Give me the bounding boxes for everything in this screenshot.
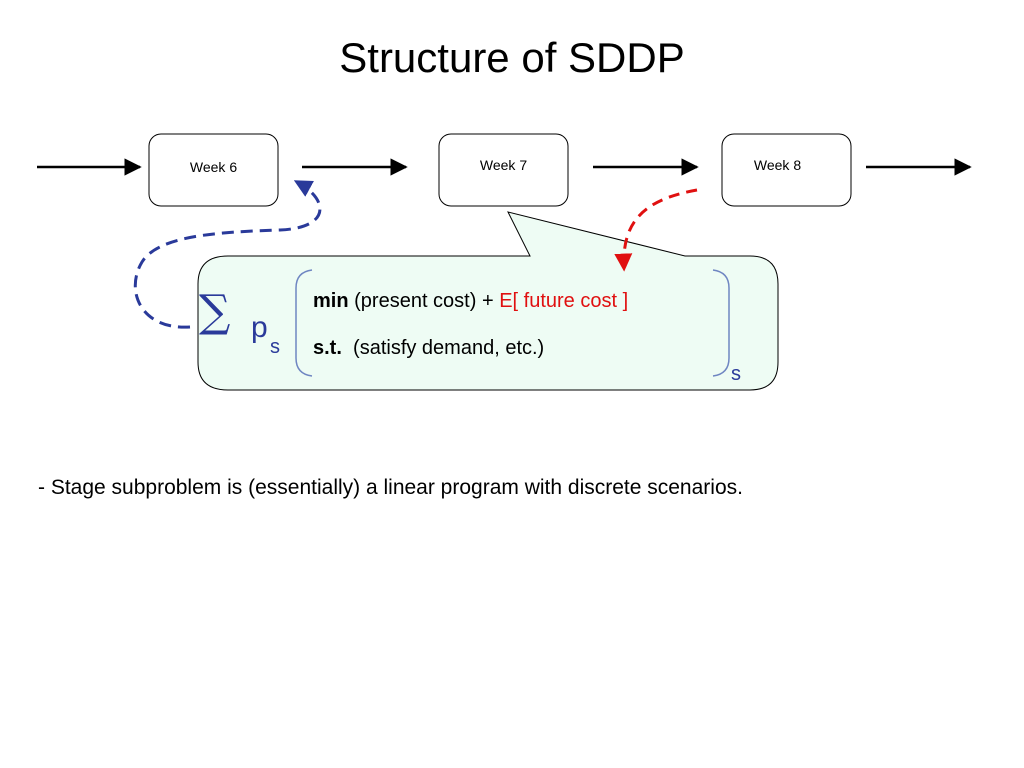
sum-symbol: ∑ <box>199 286 231 337</box>
week-8-box <box>721 133 852 207</box>
probability-subscript: s <box>270 336 280 358</box>
week-6-label: Week 6 <box>189 159 238 175</box>
probability-p: p <box>251 311 268 344</box>
right-bracket <box>712 269 730 377</box>
bracket-subscript: s <box>731 363 741 385</box>
constraint-text: (satisfy demand, etc.) <box>353 337 545 359</box>
constraint-line: s.t. (satisfy demand, etc.) <box>313 338 544 358</box>
bullet-text: - Stage subproblem is (essentially) a li… <box>38 476 743 499</box>
callout-bubble <box>197 211 779 391</box>
week-7-label: Week 7 <box>479 157 528 173</box>
week-6-box <box>148 133 279 207</box>
st-keyword: s.t. <box>313 337 342 359</box>
blue-dashed-arrow <box>133 180 322 329</box>
left-bracket <box>295 269 313 377</box>
week-7-box <box>438 133 569 207</box>
week-8-label: Week 8 <box>753 157 802 173</box>
min-keyword: min <box>313 290 349 312</box>
objective-line: min (present cost) + E[ future cost ] <box>313 291 628 311</box>
present-cost-text: (present cost) + <box>354 290 494 312</box>
slide-title: Structure of SDDP <box>339 34 685 81</box>
future-cost-text: E[ future cost ] <box>499 290 629 312</box>
